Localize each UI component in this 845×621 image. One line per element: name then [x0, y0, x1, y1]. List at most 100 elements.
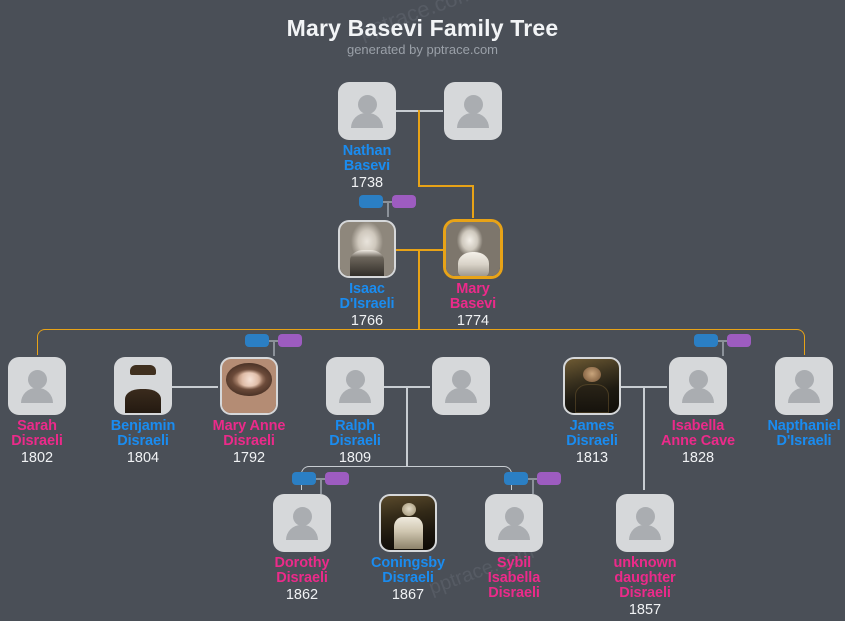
person-node-ralph-disraeli[interactable]: Ralph Disraeli 1809	[300, 357, 410, 467]
person-node-james-disraeli[interactable]: James Disraeli 1813	[537, 357, 647, 467]
person-year-dorothy-disraeli: 1862	[285, 587, 319, 603]
person-avatar-ralph-disraeli[interactable]	[326, 357, 384, 415]
avatar-placeholder-icon	[451, 370, 471, 389]
avatar-placeholder-icon	[504, 507, 524, 526]
person-node-isaac-disraeli[interactable]: Isaac D'Israeli 1766	[312, 220, 422, 330]
person-avatar-coningsby-disraeli[interactable]	[379, 494, 437, 552]
person-year-mary-basevi: 1774	[456, 313, 490, 329]
person-node-napthaniel-disraeli[interactable]: Napthaniel D'Israeli	[749, 357, 845, 449]
avatar-placeholder-body-icon	[21, 388, 53, 403]
person-avatar-nathan-basevi[interactable]	[338, 82, 396, 140]
person-avatar-mary-basevi[interactable]	[444, 220, 502, 278]
person-avatar-nathan-spouse[interactable]	[444, 82, 502, 140]
connector-gen1-drop	[418, 110, 420, 185]
person-node-coningsby-disraeli[interactable]: Coningsby Disraeli 1867	[353, 494, 463, 604]
page-title: Mary Basevi Family Tree	[286, 15, 559, 41]
avatar-placeholder-icon	[357, 95, 377, 114]
person-node-benjamin-disraeli[interactable]: Benjamin Disraeli 1804	[88, 357, 198, 467]
avatar-placeholder-icon	[27, 370, 47, 389]
person-node-unknown-daughter-disraeli[interactable]: unknown daughter Disraeli 1857	[590, 494, 700, 619]
person-year-ralph-disraeli: 1809	[338, 450, 372, 466]
person-avatar-mary-anne-disraeli[interactable]	[220, 357, 278, 415]
badge-drop-line	[273, 340, 275, 356]
person-node-nathan-basevi[interactable]: Nathan Basevi 1738	[312, 82, 422, 192]
avatar-placeholder-body-icon	[498, 525, 530, 540]
badge-male-icon	[359, 195, 383, 208]
person-name-isabella-anne-cave: Isabella Anne Cave	[660, 418, 736, 449]
badge-male-icon	[504, 472, 528, 485]
person-year-isaac-disraeli: 1766	[350, 313, 384, 329]
person-node-sybil-isabella-disraeli[interactable]: Sybil Isabella Disraeli	[459, 494, 569, 601]
person-name-sarah-disraeli: Sarah Disraeli	[11, 418, 63, 449]
person-year-benjamin-disraeli: 1804	[126, 450, 160, 466]
portrait-image-james	[565, 359, 619, 413]
person-year-james-disraeli: 1813	[575, 450, 609, 466]
person-name-james-disraeli: James Disraeli	[566, 418, 618, 449]
connector-james-child	[643, 386, 645, 490]
avatar-placeholder-icon	[635, 507, 655, 526]
avatar-placeholder-body-icon	[788, 388, 820, 403]
avatar-placeholder-icon	[794, 370, 814, 389]
person-avatar-sarah-disraeli[interactable]	[8, 357, 66, 415]
person-year-isabella-anne-cave: 1828	[681, 450, 715, 466]
badge-male-icon	[694, 334, 718, 347]
person-node-mary-anne-disraeli[interactable]: Mary Anne Disraeli 1792	[194, 357, 304, 467]
person-avatar-isaac-disraeli[interactable]	[338, 220, 396, 278]
person-year-nathan-basevi: 1738	[350, 175, 384, 191]
avatar-placeholder-icon	[688, 370, 708, 389]
person-name-nathan-basevi: Nathan Basevi	[342, 143, 392, 174]
person-name-coningsby-disraeli: Coningsby Disraeli	[370, 555, 445, 586]
connector-gen2-entry	[472, 185, 474, 218]
avatar-placeholder-body-icon	[457, 113, 489, 128]
person-year-coningsby-disraeli: 1867	[391, 587, 425, 603]
person-year-sarah-disraeli: 1802	[20, 450, 54, 466]
person-name-benjamin-disraeli: Benjamin Disraeli	[110, 418, 176, 449]
avatar-placeholder-body-icon	[339, 388, 371, 403]
portrait-image-isaac	[340, 222, 394, 276]
avatar-placeholder-icon	[345, 370, 365, 389]
person-name-isaac-disraeli: Isaac D'Israeli	[339, 281, 395, 312]
person-name-ralph-disraeli: Ralph Disraeli	[329, 418, 381, 449]
connector-gen1-across	[418, 185, 474, 187]
person-name-mary-anne-disraeli: Mary Anne Disraeli	[212, 418, 286, 449]
person-node-ralph-spouse[interactable]	[406, 357, 516, 415]
portrait-image-benjamin	[116, 359, 170, 413]
person-node-mary-basevi[interactable]: Mary Basevi 1774	[418, 220, 528, 330]
person-avatar-isabella-anne-cave[interactable]	[669, 357, 727, 415]
badge-female-icon	[278, 334, 302, 347]
portrait-image-coningsby	[381, 496, 435, 550]
person-avatar-sybil-isabella-disraeli[interactable]	[485, 494, 543, 552]
badge-drop-line	[387, 201, 389, 217]
person-year-mary-anne-disraeli: 1792	[232, 450, 266, 466]
person-name-napthaniel-disraeli: Napthaniel D'Israeli	[767, 418, 841, 449]
person-node-nathan-spouse[interactable]	[418, 82, 528, 140]
person-node-isabella-anne-cave[interactable]: Isabella Anne Cave 1828	[643, 357, 753, 467]
badge-male-icon	[292, 472, 316, 485]
connector-gen2-drop	[418, 249, 420, 329]
connector-ralph-drop	[406, 386, 408, 466]
person-avatar-ralph-spouse[interactable]	[432, 357, 490, 415]
person-avatar-benjamin-disraeli[interactable]	[114, 357, 172, 415]
avatar-placeholder-body-icon	[445, 388, 477, 403]
person-avatar-james-disraeli[interactable]	[563, 357, 621, 415]
badge-female-icon	[537, 472, 561, 485]
person-avatar-napthaniel-disraeli[interactable]	[775, 357, 833, 415]
badge-drop-line	[532, 478, 534, 494]
sibling-bus-gen3	[37, 329, 805, 355]
badge-drop-line	[722, 340, 724, 356]
person-node-dorothy-disraeli[interactable]: Dorothy Disraeli 1862	[247, 494, 357, 604]
person-name-sybil-isabella-disraeli: Sybil Isabella Disraeli	[487, 555, 541, 601]
avatar-placeholder-body-icon	[629, 525, 661, 540]
badge-female-icon	[325, 472, 349, 485]
person-node-sarah-disraeli[interactable]: Sarah Disraeli 1802	[0, 357, 92, 467]
person-name-mary-basevi: Mary Basevi	[449, 281, 497, 312]
avatar-placeholder-body-icon	[286, 525, 318, 540]
person-avatar-unknown-daughter-disraeli[interactable]	[616, 494, 674, 552]
person-avatar-dorothy-disraeli[interactable]	[273, 494, 331, 552]
badge-male-icon	[245, 334, 269, 347]
page-subtitle: generated by pptrace.com	[346, 42, 499, 57]
badge-drop-line	[320, 478, 322, 494]
badge-female-icon	[392, 195, 416, 208]
person-name-dorothy-disraeli: Dorothy Disraeli	[274, 555, 330, 586]
